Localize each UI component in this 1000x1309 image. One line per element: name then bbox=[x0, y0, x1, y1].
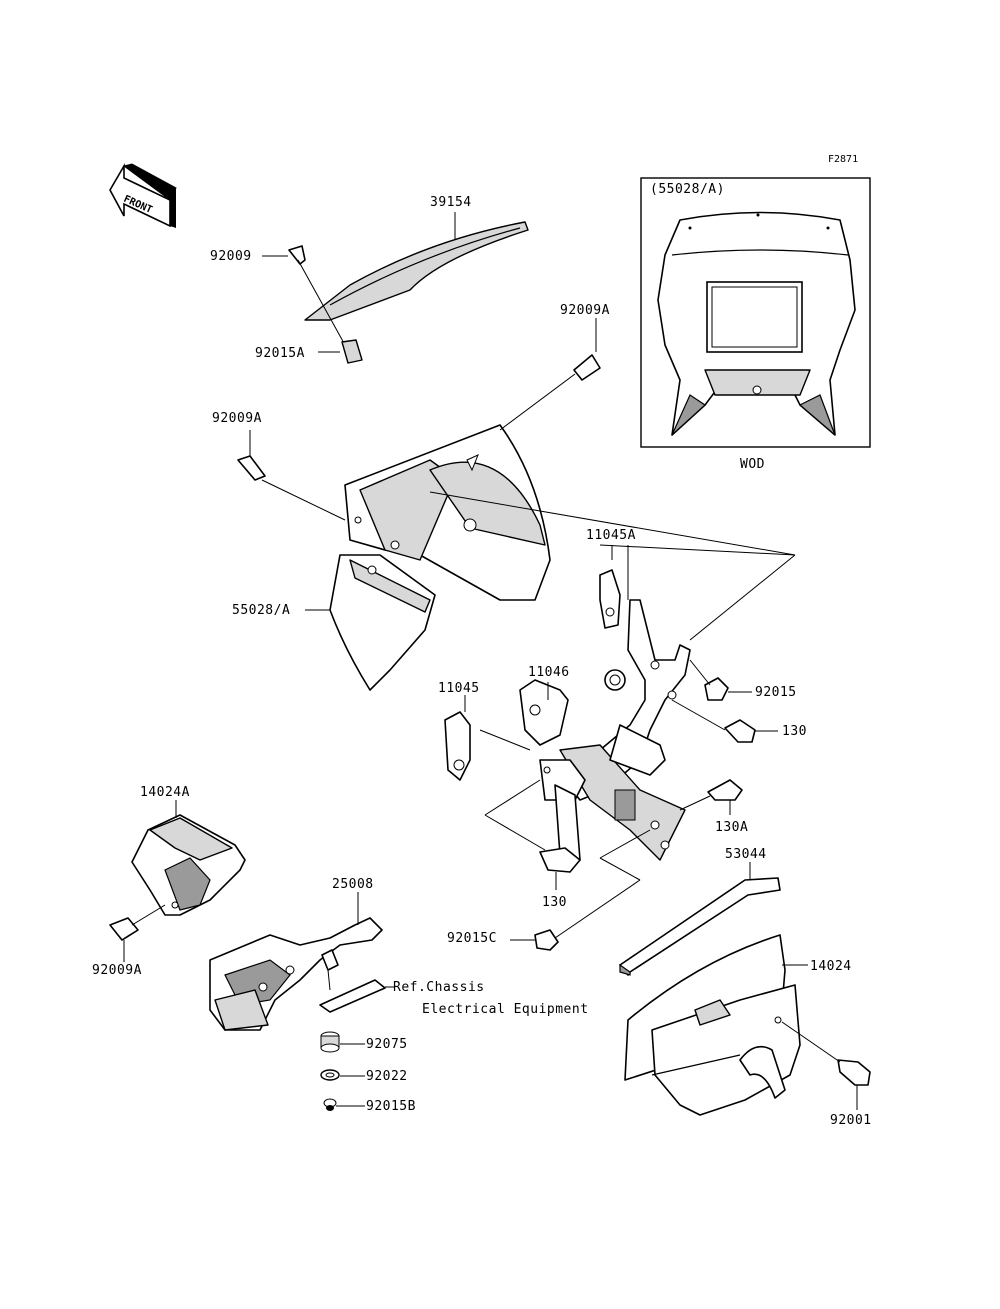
label-92009a-right: 92009A bbox=[560, 303, 610, 318]
part-14024-drawing bbox=[624, 934, 871, 1116]
ref-chassis-label: Ref.Chassis bbox=[393, 980, 485, 995]
label-11046: 11046 bbox=[528, 665, 570, 680]
label-14024: 14024 bbox=[810, 959, 852, 974]
small-hardware-drawing bbox=[320, 1031, 365, 1111]
label-130a: 130A bbox=[715, 820, 748, 835]
label-92015a: 92015A bbox=[255, 346, 305, 361]
part-25008-drawing bbox=[209, 892, 395, 1031]
inset-caption: WOD bbox=[740, 457, 765, 472]
label-92015c: 92015C bbox=[447, 931, 497, 946]
label-92009-top: 92009 bbox=[210, 249, 252, 264]
part-55028a-drawing bbox=[237, 318, 601, 691]
label-92075: 92075 bbox=[366, 1037, 408, 1052]
figure-id: F2871 bbox=[828, 154, 858, 165]
connector-lines bbox=[429, 491, 796, 641]
front-arrow-icon: FRONT bbox=[109, 163, 177, 228]
inset-cowl-drawing bbox=[657, 211, 856, 436]
label-130-right: 130 bbox=[782, 724, 807, 739]
ref-electrical-label: Electrical Equipment bbox=[422, 1002, 589, 1017]
label-53044: 53044 bbox=[725, 847, 767, 862]
inset-box: (55028/A) WOD bbox=[640, 177, 871, 472]
bracket-assembly-drawing bbox=[444, 545, 778, 951]
label-39154: 39154 bbox=[430, 195, 472, 210]
part-39154-drawing bbox=[262, 212, 529, 364]
label-92009a-bottom: 92009A bbox=[92, 963, 142, 978]
label-92022: 92022 bbox=[366, 1069, 408, 1084]
label-14024a: 14024A bbox=[140, 785, 190, 800]
label-92015: 92015 bbox=[755, 685, 797, 700]
label-11045a: 11045A bbox=[586, 528, 636, 543]
label-92009a-left: 92009A bbox=[212, 411, 262, 426]
label-130-bottom: 130 bbox=[542, 895, 567, 910]
part-53044-drawing bbox=[619, 862, 781, 976]
label-11045: 11045 bbox=[438, 681, 480, 696]
label-92015b: 92015B bbox=[366, 1099, 416, 1114]
inset-title: (55028/A) bbox=[650, 182, 725, 197]
label-92001: 92001 bbox=[830, 1113, 872, 1128]
label-25008: 25008 bbox=[332, 877, 374, 892]
label-55028a: 55028/A bbox=[232, 603, 290, 618]
part-14024a-drawing bbox=[109, 800, 246, 962]
